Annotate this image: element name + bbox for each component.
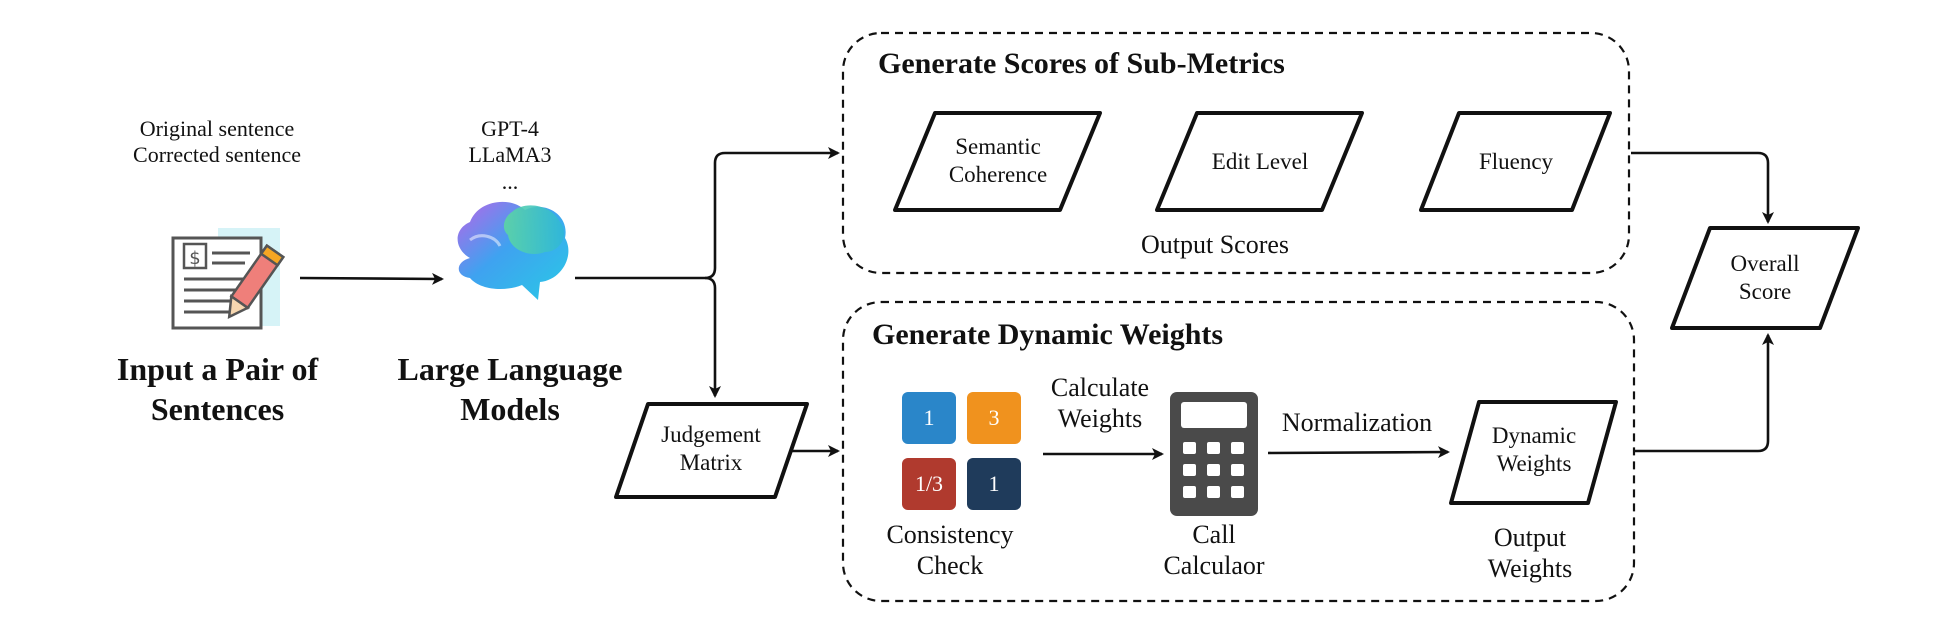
overall-score-label: Overall Score <box>1685 250 1845 305</box>
input-lines: Original sentence Corrected sentence <box>112 116 322 169</box>
llm-title-line-2: Models <box>460 391 560 427</box>
edit-level-shape <box>1155 111 1364 212</box>
call-calculator-line-2: Calculaor <box>1163 551 1265 581</box>
dynamic-weights-shape <box>1449 400 1618 505</box>
calculate-weights-label: Calculate Weights <box>1030 372 1170 434</box>
brain-icon <box>457 201 569 300</box>
calculate-line-2: Weights <box>1057 404 1143 434</box>
fluency-label: Fluency <box>1478 149 1554 174</box>
dynamic-weights-shape-label: Dynamic Weights <box>1454 422 1614 477</box>
sub-metrics-group <box>841 31 1631 275</box>
semantic-coherence-line-1: Semantic <box>955 134 1041 159</box>
judgement-matrix-line-2: Matrix <box>679 449 743 475</box>
llm-line-2: LLaMA3 <box>468 142 552 168</box>
matrix-cell: 1 <box>902 392 956 444</box>
calculate-line-1: Calculate <box>1050 373 1150 402</box>
input-title: Input a Pair of Sentences <box>70 349 365 429</box>
arrow-input-to-llm <box>299 272 444 285</box>
arrow-weights-to-overall <box>1634 333 1774 453</box>
arrow-llm-to-matrix <box>704 276 721 398</box>
input-title-line-1: Input a Pair of <box>116 351 319 387</box>
call-calculator-line-1: Call <box>1192 520 1236 549</box>
svg-text:$: $ <box>189 248 200 269</box>
consistency-line-2: Check <box>916 551 984 581</box>
fluency-shape <box>1419 111 1612 212</box>
matrix-cell: 3 <box>967 392 1021 444</box>
call-calculator-label: Call Calculaor <box>1139 519 1289 581</box>
dynamic-weights-title: Generate Dynamic Weights <box>872 318 1224 351</box>
llm-line-3: ... <box>501 168 519 194</box>
output-weights-line-2: Weights <box>1487 554 1573 584</box>
semantic-coherence-label: Semantic Coherence <box>918 133 1078 188</box>
llm-title: Large Language Models <box>370 349 650 429</box>
dynamic-weights-line-1: Dynamic <box>1491 423 1577 448</box>
arrow-llm-split <box>575 147 840 280</box>
input-line-1: Original sentence <box>139 116 295 141</box>
llm-lines: GPT-4 LLaMA3 ... <box>440 116 580 195</box>
connectors <box>299 147 1774 460</box>
judgement-matrix-label: Judgement Matrix <box>631 421 791 476</box>
judgement-matrix-line-1: Judgement <box>661 422 761 447</box>
llm-line-1: GPT-4 <box>481 116 539 141</box>
calculator-icon <box>1170 392 1258 516</box>
input-line-2: Corrected sentence <box>133 142 301 168</box>
sub-metrics-title: Generate Scores of Sub-Metrics <box>878 47 1285 80</box>
input-title-line-2: Sentences <box>150 391 285 427</box>
overall-score-line-1: Overall <box>1730 251 1800 276</box>
consistency-check-label: Consistency Check <box>870 519 1030 581</box>
output-weights-line-1: Output <box>1493 523 1567 552</box>
matrix-cell: 1 <box>967 458 1021 510</box>
dynamic-weights-line-2: Weights <box>1496 450 1572 476</box>
semantic-coherence-line-2: Coherence <box>948 161 1048 187</box>
output-scores-caption: Output Scores <box>1140 230 1290 259</box>
llm-title-line-1: Large Language <box>397 351 623 387</box>
edit-level-label: Edit Level <box>1211 149 1309 174</box>
semantic-coherence-shape <box>893 111 1102 212</box>
arrow-fluency-to-overall <box>1631 151 1774 224</box>
document-pen-icon: $ <box>171 228 286 330</box>
consistency-line-1: Consistency <box>886 520 1014 549</box>
overall-score-shape <box>1670 226 1860 330</box>
output-weights-caption: Output Weights <box>1455 522 1605 584</box>
matrix-cell: 1/3 <box>902 458 956 510</box>
overall-score-line-2: Score <box>1738 278 1792 304</box>
judgement-matrix-shape <box>614 402 809 499</box>
arrow-normalize <box>1267 446 1450 459</box>
normalization-label: Normalization <box>1281 408 1433 437</box>
